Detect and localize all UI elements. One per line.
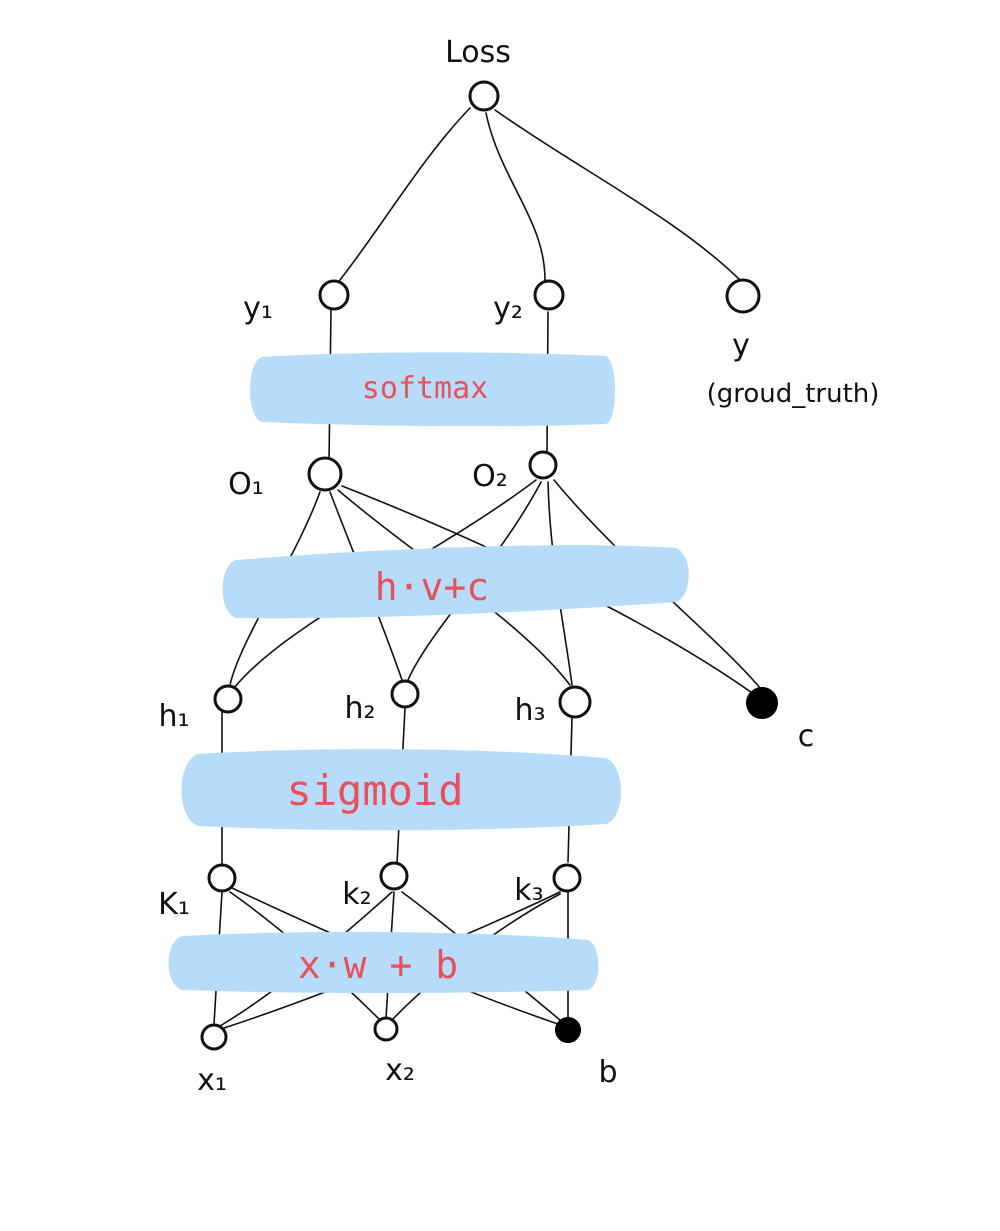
edge-loss-y: [494, 109, 743, 283]
h1-node: [213, 684, 243, 714]
o2-label: O₂: [472, 459, 508, 494]
y1-node: [318, 279, 350, 311]
y-ground-truth-note: (groud_truth): [707, 379, 880, 409]
operation-labels: softmax h·v+c sigmoid x·w + b: [286, 371, 489, 987]
x2-node: [373, 1016, 399, 1042]
k1-label: K₁: [158, 887, 190, 922]
softmax-label: softmax: [362, 371, 488, 406]
linear-in-band: [168, 931, 599, 993]
x2-label: x₂: [385, 1053, 415, 1088]
operation-bands: [168, 352, 689, 993]
y2-node: [533, 279, 565, 311]
h2-label: h₂: [344, 691, 375, 726]
c-label: c: [798, 719, 815, 754]
o2-node: [528, 450, 558, 480]
o1-label: O₁: [228, 467, 264, 502]
y-node: [725, 278, 761, 314]
y-label: y: [732, 328, 750, 363]
c-bias-node: [746, 687, 778, 719]
sigmoid-label: sigmoid: [286, 766, 463, 815]
h2-node: [390, 679, 420, 709]
h1-label: h₁: [158, 699, 189, 734]
o1-node: [307, 456, 343, 492]
loss-label: Loss: [445, 35, 511, 70]
softmax-band: [250, 352, 615, 427]
k2-node: [379, 861, 409, 891]
sigmoid-band: [181, 749, 621, 831]
k3-label: k₃: [514, 873, 543, 908]
b-bias-node: [555, 1017, 581, 1043]
edge-loss-y2: [485, 112, 546, 281]
edge-loss-y1: [335, 107, 471, 286]
y1-label: y₁: [243, 291, 273, 326]
y2-label: y₂: [493, 291, 523, 326]
k2-label: k₂: [342, 877, 371, 912]
linear-out-label: h·v+c: [375, 565, 489, 609]
loss-node: [468, 80, 500, 112]
linear-in-label: x·w + b: [298, 943, 458, 987]
k1-node: [207, 863, 237, 893]
h3-node: [558, 685, 592, 719]
h3-label: h₃: [514, 693, 545, 728]
nodes: [200, 80, 778, 1051]
linear-out-band: [222, 545, 689, 619]
x1-node: [200, 1023, 228, 1051]
b-label: b: [598, 1055, 617, 1090]
node-labels: Loss y₁ y₂ y (groud_truth) O₁ O₂ h₁ h₂ h…: [158, 35, 879, 1098]
k3-node: [552, 863, 582, 893]
x1-label: x₁: [197, 1063, 227, 1098]
